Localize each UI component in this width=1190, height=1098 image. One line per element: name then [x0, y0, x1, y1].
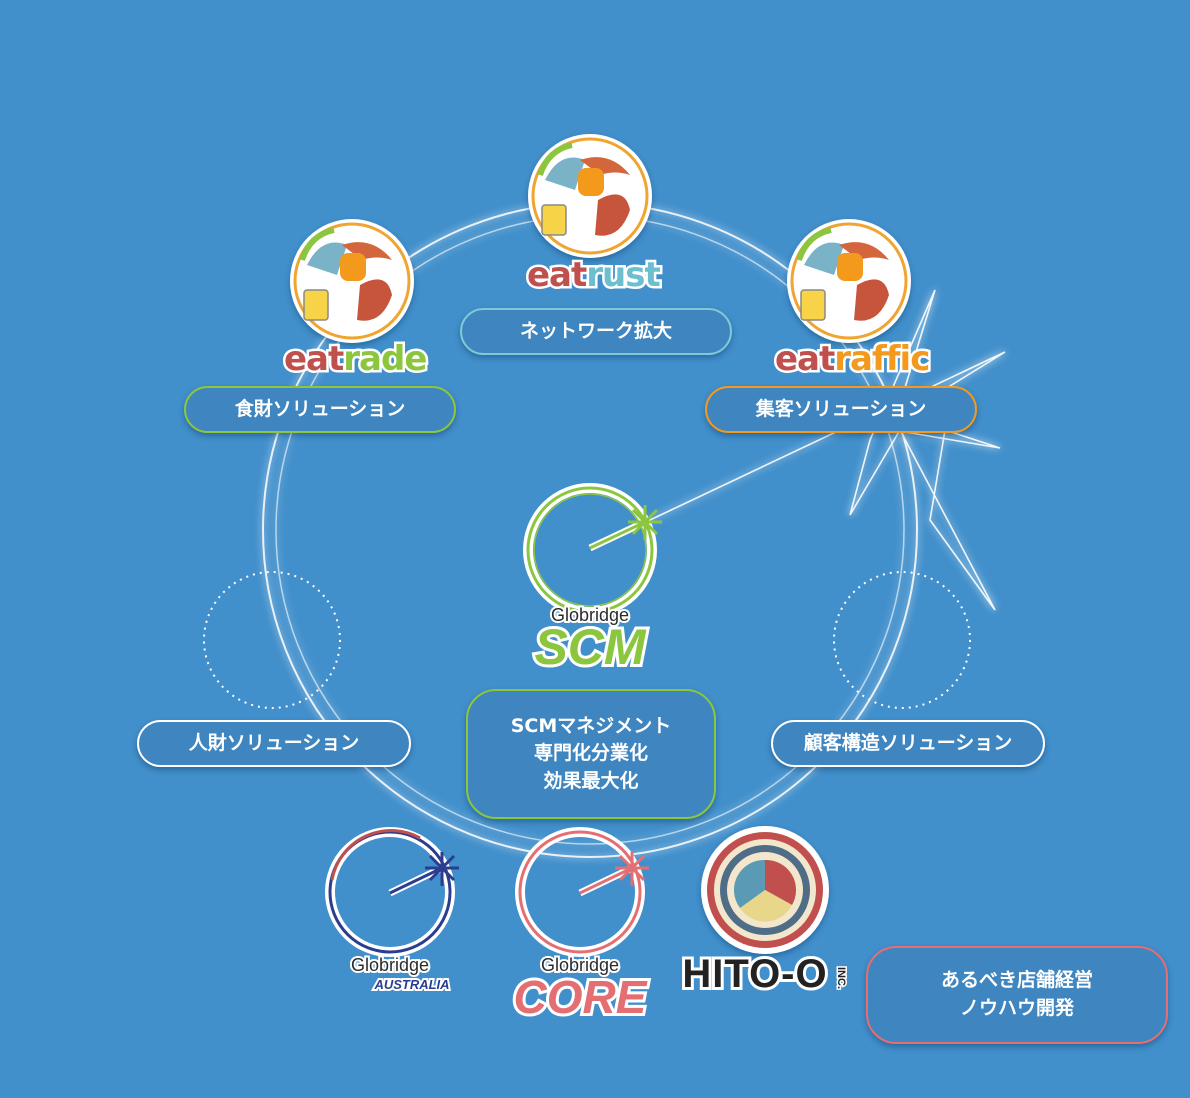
- australia-sub-text: AUSTRALIA: [372, 975, 451, 994]
- eatrust-wordmark: eatrust: [524, 253, 664, 298]
- eatrust-rust: rust: [584, 253, 664, 298]
- eatraffic-raffic: raffic: [832, 337, 933, 382]
- hito-main-text: HITO-O: [679, 949, 829, 999]
- network-pill: ネットワーク拡大: [460, 308, 732, 355]
- store-line-2: ノウハウ開発: [959, 997, 1074, 1019]
- core-main-text: CORE: [511, 968, 650, 1026]
- people-solution-pill: 人財ソリューション: [137, 720, 411, 767]
- store-know-how-box: あるべき店舗経営 ノウハウ開発: [866, 946, 1168, 1044]
- scm-emblem: [523, 483, 662, 617]
- eatraffic-wordmark: eatraffic: [772, 337, 933, 382]
- scm-globridge-text: Globridge: [549, 603, 631, 627]
- eatrade-wordmark: eatrade: [281, 337, 430, 382]
- placeholder-circle-left: [203, 571, 341, 709]
- eatrade-rade: rade: [341, 337, 430, 382]
- australia-emblem: [325, 827, 459, 957]
- hito-suffix-text: INC.: [834, 966, 849, 991]
- eatrust-emblem: [528, 134, 652, 258]
- center-scm-box: SCMマネジメント 専門化分業化 効果最大化: [466, 689, 716, 819]
- center-line-1: SCMマネジメント: [510, 714, 672, 737]
- center-line-3: 効果最大化: [543, 769, 639, 792]
- placeholder-circle-right: [833, 571, 971, 709]
- food-solution-pill: 食財ソリューション: [184, 386, 456, 433]
- eatrade-eat: eat: [281, 337, 346, 382]
- hito-emblem: [701, 826, 829, 954]
- store-line-1: あるべき店舗経営: [940, 969, 1093, 992]
- core-emblem: [515, 827, 649, 957]
- core-globridge-text: Globridge: [539, 953, 621, 977]
- attract-solution-pill: 集客ソリューション: [705, 386, 977, 433]
- center-line-2: 専門化分業化: [533, 742, 648, 765]
- eatraffic-eat: eat: [772, 337, 837, 382]
- eatrade-emblem: [290, 219, 414, 343]
- scm-main-text: SCM: [531, 616, 648, 678]
- australia-globridge-text: Globridge: [349, 953, 431, 977]
- eatraffic-emblem: [787, 219, 911, 343]
- eatrust-eat: eat: [524, 253, 589, 298]
- customer-solution-pill: 顧客構造ソリューション: [771, 720, 1045, 767]
